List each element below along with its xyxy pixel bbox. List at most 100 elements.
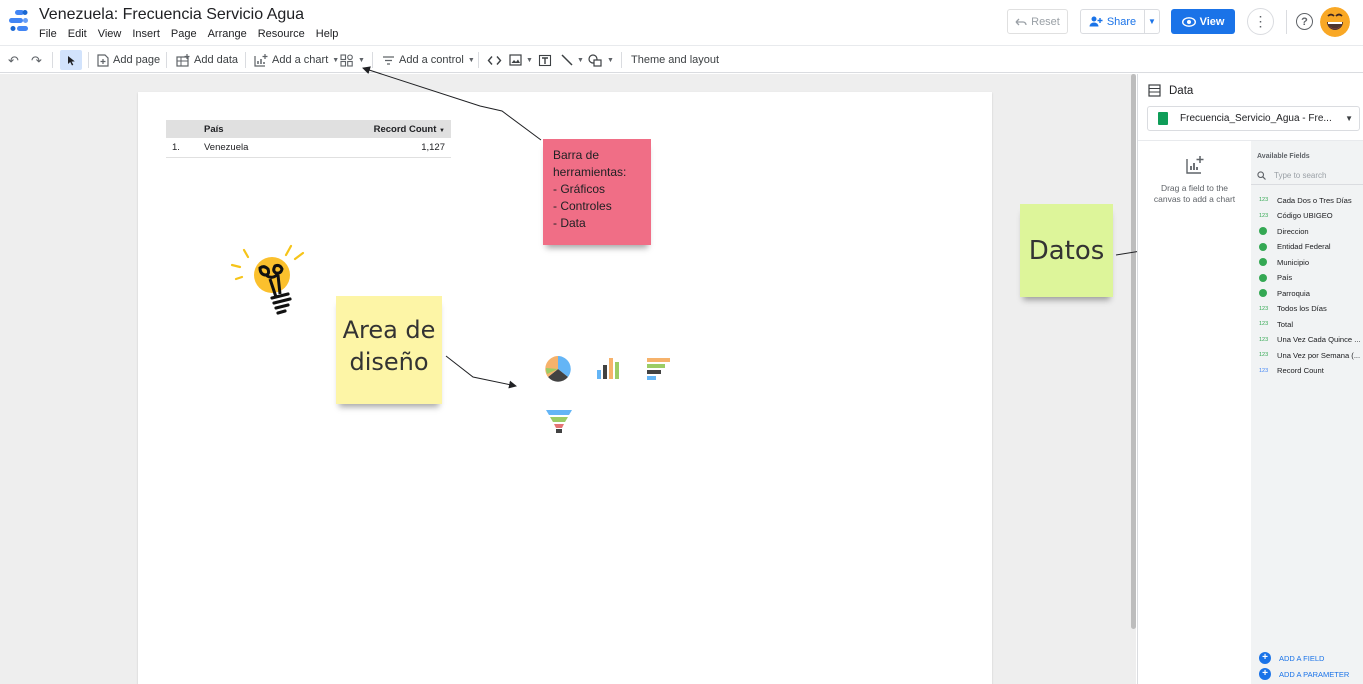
- field-item[interactable]: 123 Una Vez por Semana (...: [1259, 348, 1362, 362]
- add-control-button[interactable]: Add a control ▼: [382, 50, 475, 70]
- table-row: 1. Venezuela 1,127: [166, 138, 451, 158]
- add-data-button[interactable]: Add data: [176, 50, 238, 70]
- reset-button[interactable]: Reset: [1007, 9, 1068, 34]
- community-visualizations-button[interactable]: ▼: [340, 50, 365, 70]
- select-cursor-icon[interactable]: [60, 50, 82, 70]
- menu-bar: File Edit View Insert Page Arrange Resou…: [39, 28, 349, 40]
- chevron-down-icon: ▼: [526, 56, 533, 64]
- menu-resource[interactable]: Resource: [257, 28, 305, 40]
- report-title[interactable]: Venezuela: Frecuencia Servicio Agua: [39, 6, 305, 23]
- field-search[interactable]: Type to search: [1257, 168, 1361, 182]
- number-type-icon: 123: [1259, 321, 1269, 327]
- table-header: País Record Count ▼: [166, 120, 451, 138]
- theme-and-layout-button[interactable]: Theme and layout: [631, 50, 719, 70]
- chevron-down-icon: ▼: [467, 56, 475, 64]
- number-type-icon: 123: [1259, 336, 1269, 343]
- field-name: Código UBIGEO: [1277, 211, 1333, 220]
- toolbar-divider: [372, 52, 373, 68]
- menu-file[interactable]: File: [39, 28, 57, 40]
- field-item[interactable]: 123 Código UBIGEO: [1259, 209, 1362, 223]
- chevron-down-icon: ▼: [607, 56, 614, 64]
- add-parameter-button[interactable]: + ADD A PARAMETER: [1259, 668, 1349, 680]
- add-person-icon: [1089, 16, 1103, 27]
- view-button[interactable]: View: [1171, 9, 1235, 34]
- shape-button[interactable]: ▼: [588, 50, 614, 70]
- looker-studio-logo-icon: [9, 10, 28, 31]
- cell-record-count: 1,127: [421, 142, 445, 153]
- column-header-pais[interactable]: País: [204, 123, 224, 135]
- shapes-icon: [588, 53, 602, 67]
- field-name: Entidad Federal: [1277, 242, 1331, 251]
- field-item[interactable]: 123 Una Vez Cada Quince ...: [1259, 333, 1362, 347]
- menu-edit[interactable]: Edit: [67, 28, 87, 40]
- number-type-icon: 123: [1259, 212, 1269, 219]
- toolbar-divider: [478, 52, 479, 68]
- toolbar-divider: [88, 52, 89, 68]
- header-divider: [1286, 10, 1287, 34]
- field-item[interactable]: Municipio: [1259, 255, 1362, 269]
- globe-icon: [1259, 273, 1267, 282]
- filter-lines-icon: [383, 55, 394, 65]
- share-dropdown-icon[interactable]: ▼: [1148, 17, 1156, 26]
- help-icon[interactable]: ?: [1296, 13, 1313, 30]
- field-item[interactable]: Entidad Federal: [1259, 240, 1362, 254]
- toolbar-divider: [52, 52, 53, 68]
- add-chart-label: Add a chart: [272, 54, 329, 66]
- funnel-chart-icon: [546, 410, 572, 433]
- redo-icon[interactable]: ↷: [31, 52, 42, 68]
- search-underline: [1251, 184, 1363, 185]
- field-name: País: [1277, 273, 1293, 282]
- undo-icon[interactable]: ↶: [8, 52, 19, 68]
- chevron-down-icon: ▼: [1345, 114, 1353, 123]
- field-item[interactable]: País: [1259, 271, 1362, 285]
- search-icon: [1257, 170, 1266, 180]
- avatar[interactable]: [1320, 7, 1350, 37]
- share-button[interactable]: Share ▼: [1080, 9, 1160, 34]
- drag-to-canvas-area: Drag a field to the canvas to add a char…: [1138, 140, 1251, 684]
- sort-desc-icon: ▼: [439, 127, 445, 134]
- image-icon: [509, 54, 522, 66]
- share-label: Share: [1106, 15, 1137, 28]
- datasource-name: Frecuencia_Servicio_Agua - Fre...: [1180, 113, 1332, 124]
- field-name: Una Vez por Semana (...: [1277, 350, 1361, 360]
- google-sheets-icon: [1158, 112, 1168, 125]
- table-chart[interactable]: País Record Count ▼ 1. Venezuela 1,127: [166, 120, 451, 158]
- field-name: Direccion: [1277, 226, 1309, 236]
- datasource-select[interactable]: Frecuencia_Servicio_Agua - Fre... ▼: [1147, 106, 1360, 131]
- available-fields-label: Available Fields: [1257, 153, 1310, 160]
- text-box-icon[interactable]: [538, 50, 552, 70]
- menu-help[interactable]: Help: [315, 28, 339, 40]
- canvas-scrollbar[interactable]: [1131, 74, 1136, 629]
- image-button[interactable]: ▼: [509, 50, 533, 70]
- pie-chart-icon: [545, 356, 571, 382]
- view-label: View: [1199, 15, 1225, 28]
- add-page-button[interactable]: Add page: [97, 50, 160, 70]
- menu-insert[interactable]: Insert: [132, 28, 160, 40]
- menu-arrange[interactable]: Arrange: [207, 28, 247, 40]
- toolbar-divider: [245, 52, 246, 68]
- chevron-down-icon: ▼: [358, 56, 365, 64]
- chevron-down-icon: ▼: [332, 56, 340, 64]
- reset-label: Reset: [1031, 15, 1060, 28]
- menu-view[interactable]: View: [97, 28, 122, 40]
- more-options-icon[interactable]: ⋮: [1247, 8, 1274, 35]
- line-button[interactable]: ▼: [561, 50, 584, 70]
- add-field-button[interactable]: + ADD A FIELD: [1259, 652, 1324, 664]
- embed-code-icon[interactable]: [487, 50, 502, 70]
- menu-page[interactable]: Page: [170, 28, 197, 40]
- number-type-icon: 123: [1259, 352, 1269, 358]
- field-item[interactable]: Direccion: [1259, 224, 1362, 238]
- add-chart-button[interactable]: Add a chart ▼: [254, 50, 339, 70]
- field-name: Todos los Días: [1277, 304, 1327, 313]
- field-name: Una Vez Cada Quince ...: [1277, 335, 1361, 344]
- search-input[interactable]: Type to search: [1274, 170, 1327, 180]
- toolbar-divider: [621, 52, 622, 68]
- row-index: 1.: [172, 142, 180, 153]
- theme-layout-label: Theme and layout: [631, 54, 720, 66]
- field-item[interactable]: Parroquia: [1259, 286, 1362, 300]
- column-header-record-count[interactable]: Record Count ▼: [373, 123, 445, 135]
